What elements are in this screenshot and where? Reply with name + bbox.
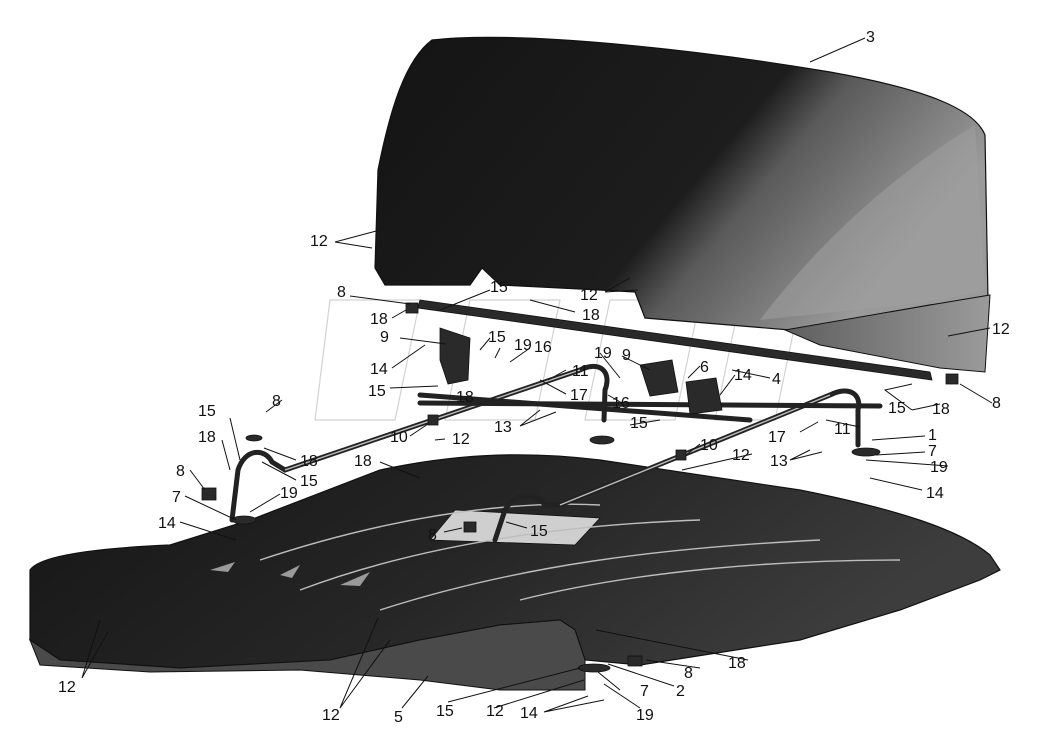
callout-bolt: 17 — [768, 429, 786, 446]
callout-clamp: 7 — [172, 489, 181, 506]
callout-clamp: 7 — [640, 683, 649, 700]
callout-washer-a: 15 — [300, 473, 318, 490]
callout-bolt: 17 — [570, 387, 588, 404]
callout-pad: 8 — [272, 393, 281, 410]
callout-rivet: 12 — [452, 431, 470, 448]
callout-washer-c: 18 — [932, 401, 950, 418]
callout-washer-c: 18 — [456, 389, 474, 406]
callout-washer-c: 18 — [300, 453, 318, 470]
callout-nut: 14 — [158, 515, 176, 532]
callout-clip: 11 — [572, 363, 589, 380]
callout-pad: 8 — [684, 665, 693, 682]
callout-washer-c: 18 — [582, 307, 600, 324]
callout-washer-a: 15 — [630, 415, 648, 432]
callout-washer-c: 18 — [354, 453, 372, 470]
callout-pad: 8 — [176, 463, 185, 480]
callout-nut: 14 — [926, 485, 944, 502]
callout-washer-b: 16 — [534, 339, 552, 356]
callout-washer-a: 15 — [198, 403, 216, 420]
fairing — [374, 36, 991, 373]
callout-washer-a: 15 — [888, 400, 906, 417]
callout-rivet: 12 — [580, 287, 598, 304]
callout-rivet: 12 — [58, 679, 76, 696]
callout-pad: 8 — [428, 527, 437, 544]
roof-panel — [28, 454, 1001, 691]
callout-washer-a: 15 — [530, 523, 548, 540]
callout-rivet: 12 — [992, 321, 1010, 338]
callout-clip: 11 — [834, 421, 851, 438]
callout-screw: 13 — [494, 419, 512, 436]
callout-roof-panel: 5 — [394, 709, 403, 726]
callout-washer-a: 15 — [368, 383, 386, 400]
callout-clamp: 7 — [928, 443, 937, 460]
callout-screw: 13 — [770, 453, 788, 470]
callout-support: 9 — [380, 329, 389, 346]
callout-washer-a: 15 — [490, 279, 508, 296]
callout-washer-c: 18 — [728, 655, 746, 672]
callout-washer-a: 15 — [488, 329, 506, 346]
callout-nut: 14 — [520, 705, 538, 722]
callout-rivet: 12 — [732, 447, 750, 464]
callout-spacer: 10 — [390, 429, 408, 446]
callout-washer-a: 15 — [436, 703, 454, 720]
callout-rail-right: 2 — [676, 683, 685, 700]
callout-washer-c: 18 — [370, 311, 388, 328]
callout-rivet: 12 — [310, 233, 328, 250]
callout-washer-c: 18 — [198, 429, 216, 446]
callout-spacer: 10 — [700, 437, 718, 454]
leader-lines — [81, 37, 993, 713]
callout-lockwasher: 19 — [280, 485, 298, 502]
callout-lockwasher: 19 — [930, 459, 948, 476]
callout-nut: 14 — [370, 361, 388, 378]
callouts: 3 12 12 12 8 15 18 18 9 15 19 16 14 15 1… — [58, 29, 1010, 726]
callout-lockwasher: 19 — [636, 707, 654, 724]
callout-fairing: 3 — [866, 29, 875, 46]
callout-bracket: 6 — [700, 359, 709, 376]
callout-lockwasher: 19 — [594, 345, 612, 362]
hardware — [201, 302, 959, 673]
callout-nut: 14 — [734, 367, 752, 384]
callout-lockwasher: 19 — [514, 337, 532, 354]
callout-pad: 8 — [337, 284, 346, 301]
crossbar — [417, 299, 933, 381]
callout-crossbar: 4 — [772, 371, 781, 388]
callout-support: 9 — [622, 347, 631, 364]
callout-rail-left: 1 — [928, 427, 937, 444]
callout-rivet: 12 — [486, 703, 504, 720]
callout-washer-b: 16 — [612, 395, 630, 412]
callout-pad: 8 — [992, 395, 1001, 412]
callout-rivet: 12 — [322, 707, 340, 724]
